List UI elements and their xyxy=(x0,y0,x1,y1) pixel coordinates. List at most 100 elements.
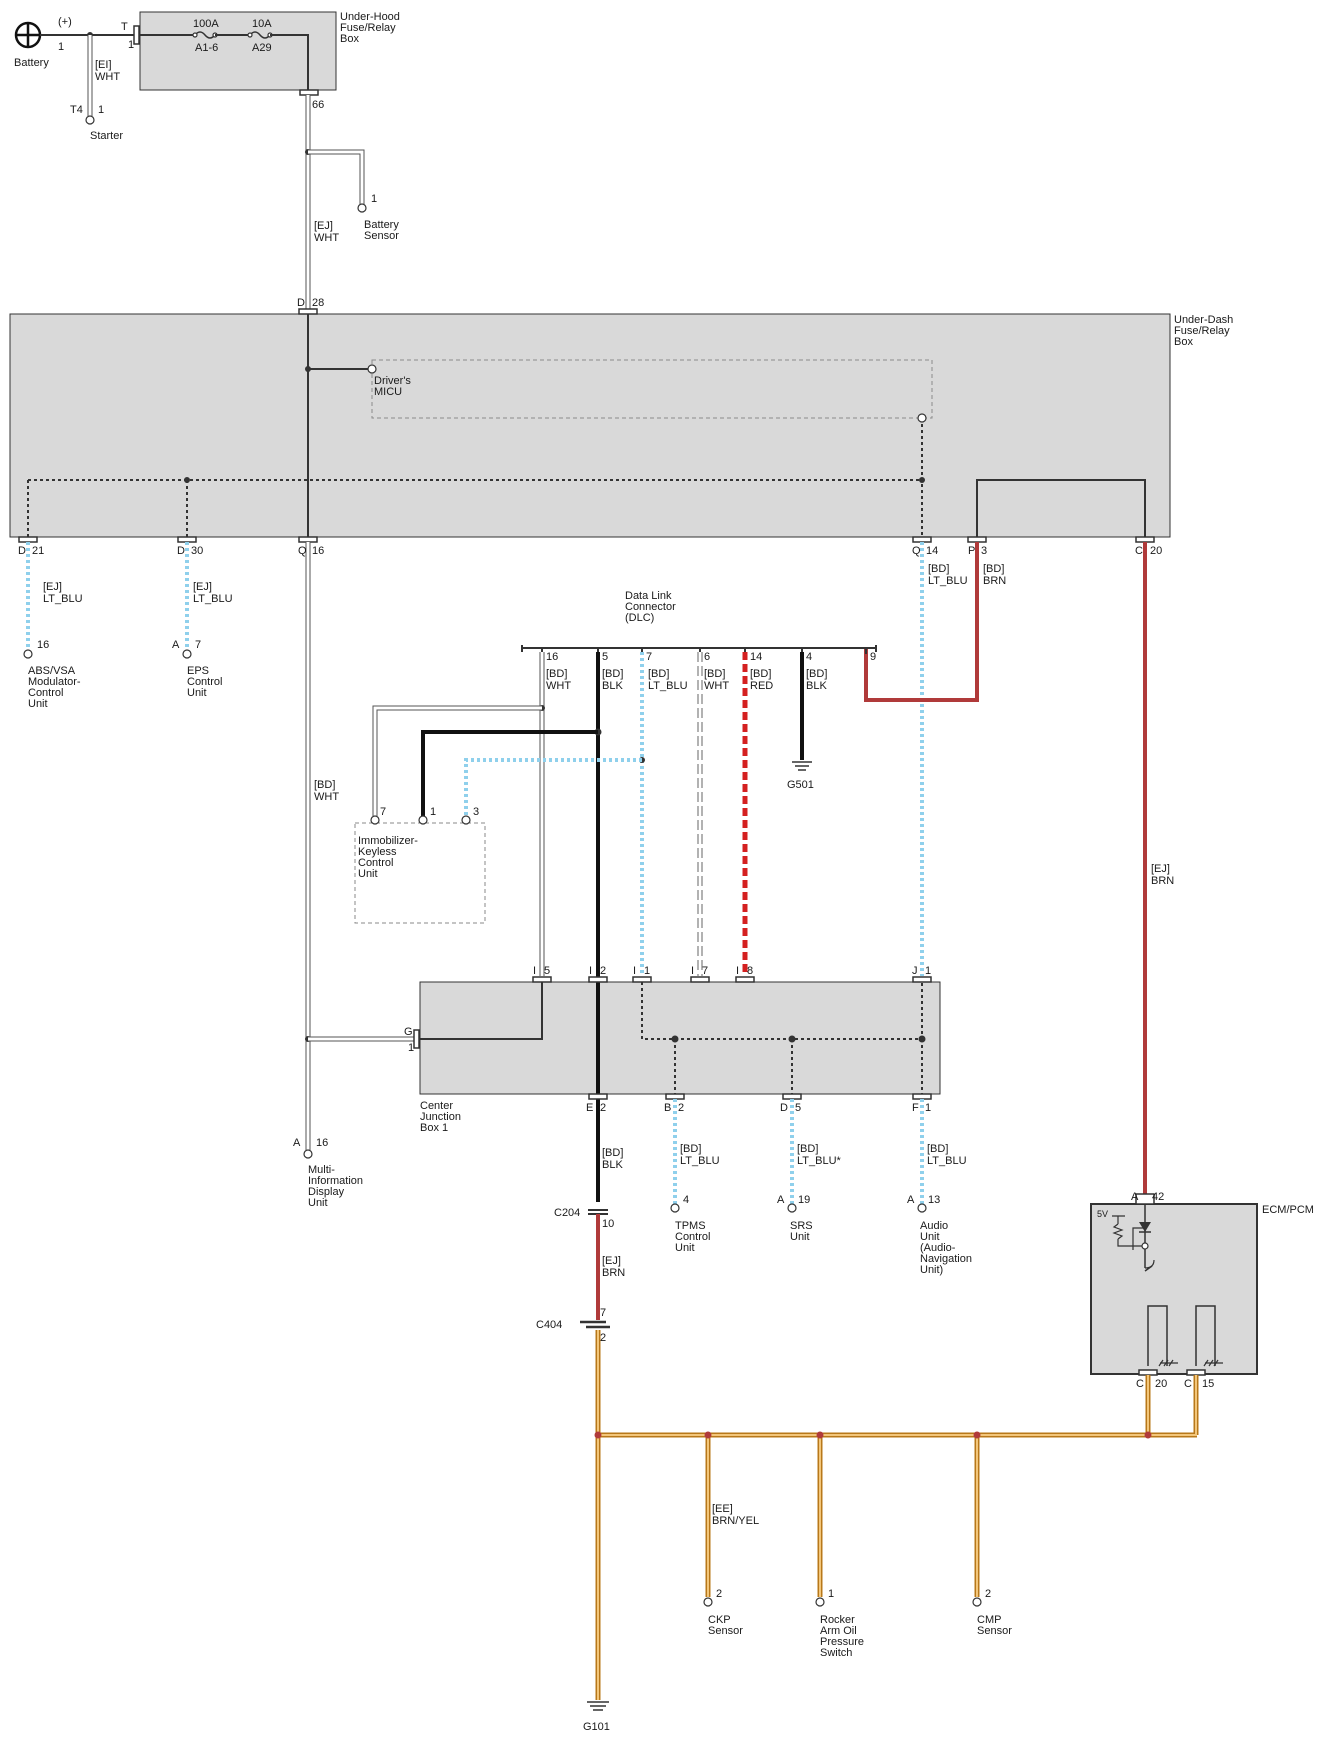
under-hood-label-1: Under-Hood xyxy=(340,11,400,23)
ud-pin-1-num: 30 xyxy=(191,545,203,557)
immo-label-2: Keyless xyxy=(358,846,397,858)
ud-pin-5-num: 20 xyxy=(1150,545,1162,557)
mid-terminal xyxy=(303,1149,313,1159)
wire-ejbrn-ecm-2: BRN xyxy=(1151,875,1174,887)
dlc-label-1: Data Link xyxy=(625,590,672,602)
wire-abs-2: LT_BLU xyxy=(43,593,83,605)
eps-pin: 7 xyxy=(195,639,201,651)
wire-dlc4-1: [BD] xyxy=(806,668,827,680)
under-hood-pin-t: 1 xyxy=(128,39,134,51)
srs-label-1: SRS xyxy=(790,1220,813,1232)
wire-q14-1: [BD] xyxy=(928,563,949,575)
wire-bd-wht-mid-2: WHT xyxy=(314,791,339,803)
rocker-terminal xyxy=(815,1597,825,1607)
abs-label-1: ABS/VSA xyxy=(28,665,76,677)
abs-label-4: Unit xyxy=(28,698,48,710)
under-hood-out-pin: 66 xyxy=(312,99,324,111)
srs-conn: A xyxy=(777,1194,785,1206)
under-dash-label-1: Under-Dash xyxy=(1174,314,1233,326)
wire-dlc6-2: WHT xyxy=(704,680,729,692)
wire-ej-wht-1: [EJ] xyxy=(314,220,333,232)
mid-label-4: Unit xyxy=(308,1197,328,1209)
cmp-label-1: CMP xyxy=(977,1614,1001,1626)
wire-b2-1: [BD] xyxy=(680,1143,701,1155)
ud-pin-5-conn: C xyxy=(1135,545,1143,557)
audio-label-2: Unit xyxy=(920,1231,940,1243)
cjb-top-1-conn: I xyxy=(589,965,592,977)
tpms-label-3: Unit xyxy=(675,1242,695,1254)
wire-bdbrn-2: BRN xyxy=(983,575,1006,587)
fuse1-rating: 100A xyxy=(193,18,219,30)
rocker-label-3: Pressure xyxy=(820,1636,864,1648)
ecm-conn-c2: C xyxy=(1184,1378,1192,1390)
wire-dlc16-2: WHT xyxy=(546,680,571,692)
c404-pin-top: 7 xyxy=(600,1307,606,1319)
mid-label-1: Multi- xyxy=(308,1164,335,1176)
cjb-top-4-pin: 8 xyxy=(747,965,753,977)
cmp-label-2: Sensor xyxy=(977,1625,1012,1637)
dlc-pin-9: 9 xyxy=(870,651,876,663)
battery-label: Battery xyxy=(14,57,49,69)
wire-ejbrn-ecm-1: [EJ] xyxy=(1151,863,1170,875)
battery-sensor-label-2: Sensor xyxy=(364,230,399,242)
ecm-pcm-box xyxy=(1090,1203,1258,1375)
eps-label-3: Unit xyxy=(187,687,207,699)
ckp-label-2: Sensor xyxy=(708,1625,743,1637)
ckp-terminal xyxy=(703,1597,713,1607)
ecm-label: ECM/PCM xyxy=(1262,1204,1314,1216)
cjb-top-2-conn: I xyxy=(633,965,636,977)
cmp-terminal xyxy=(972,1597,982,1607)
ckp-pin: 2 xyxy=(716,1588,722,1600)
wire-bdbrn-1: [BD] xyxy=(983,563,1004,575)
wire-dlc14-1: [BD] xyxy=(750,668,771,680)
mid-pin: 16 xyxy=(316,1137,328,1149)
g101-label: G101 xyxy=(583,1721,610,1733)
immo-label-4: Unit xyxy=(358,868,378,880)
cjb-bot-3-conn: F xyxy=(912,1102,919,1114)
immo-pin-3: 3 xyxy=(473,806,479,818)
ud-pin-3-num: 14 xyxy=(926,545,938,557)
wire-f1-2: LT_BLU xyxy=(927,1155,967,1167)
dlc-pin-6: 6 xyxy=(704,651,710,663)
ecm-pin-c1: 20 xyxy=(1155,1378,1167,1390)
eps-terminal xyxy=(182,649,192,659)
cjb-side-pin: 1 xyxy=(408,1042,414,1054)
srs-terminal xyxy=(787,1203,797,1213)
c404-label: C404 xyxy=(536,1319,562,1331)
cjb-top-2-pin: 1 xyxy=(644,965,650,977)
mid-label-3: Display xyxy=(308,1186,345,1198)
audio-conn: A xyxy=(907,1194,915,1206)
audio-label-5: Unit) xyxy=(920,1264,943,1276)
battery-sensor-terminal xyxy=(357,203,367,213)
wire-f1-1: [BD] xyxy=(927,1143,948,1155)
ud-pin-2-conn: Q xyxy=(298,545,307,557)
ud-pin-0-conn: D xyxy=(18,545,26,557)
wire-eps-2: LT_BLU xyxy=(193,593,233,605)
cjb-top-5-conn: J xyxy=(912,965,918,977)
immo-pin-7: 7 xyxy=(380,806,386,818)
rocker-label-1: Rocker xyxy=(820,1614,855,1626)
wire-ee-brnyel-2: BRN/YEL xyxy=(712,1515,759,1527)
wire-dlc5-2: BLK xyxy=(602,680,623,692)
under-hood-label-2: Fuse/Relay xyxy=(340,22,396,34)
ud-pin-4-conn: P xyxy=(968,545,975,557)
g501-ground-symbol xyxy=(792,761,812,771)
g501-label: G501 xyxy=(787,779,814,791)
dlc-pin-16: 16 xyxy=(546,651,558,663)
eps-conn: A xyxy=(172,639,180,651)
under-hood-conn-t: T xyxy=(121,21,128,33)
cjb-top-0-conn: I xyxy=(533,965,536,977)
ud-pin-1-conn: D xyxy=(177,545,185,557)
battery-polarity: (+) xyxy=(58,16,72,28)
cjb-bot-0-pin: 2 xyxy=(600,1102,606,1114)
under-dash-fuse-relay-box xyxy=(9,313,1171,538)
battery-symbol xyxy=(14,21,42,49)
immo-label-3: Control xyxy=(358,857,393,869)
tpms-terminal xyxy=(670,1203,680,1213)
cjb-top-5-pin: 1 xyxy=(925,965,931,977)
cjb-bot-1-conn: B xyxy=(664,1102,671,1114)
fuse1-id: A1-6 xyxy=(195,42,218,54)
eps-label-1: EPS xyxy=(187,665,209,677)
